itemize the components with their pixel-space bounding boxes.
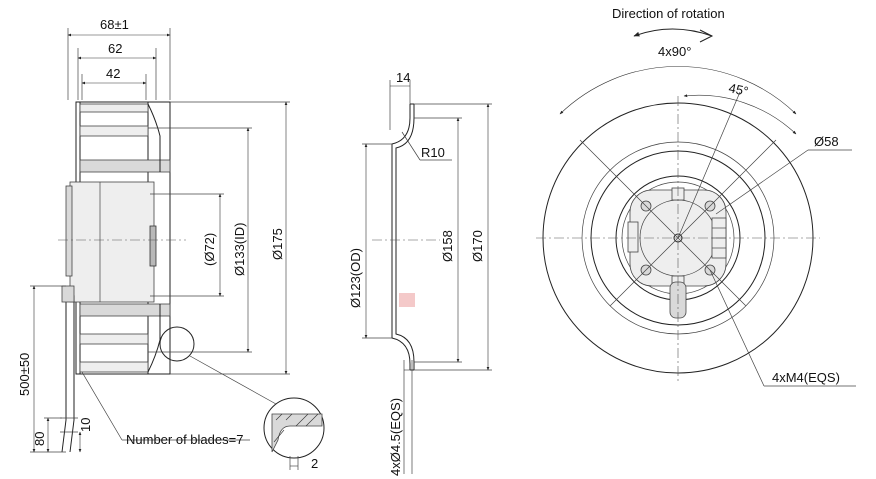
dim-123-label: Ø123(OD) (348, 248, 363, 308)
dim-170-label: Ø170 (470, 230, 485, 262)
angle-45-label: 45° (727, 80, 749, 99)
dim-10-label: 10 (78, 418, 93, 432)
holes-label: 4xØ4.5(EQS) (388, 398, 403, 476)
dim-158-label: Ø158 (440, 230, 455, 262)
dim-68-label: 68±1 (100, 17, 129, 32)
dim-72-label: (Ø72) (202, 233, 217, 266)
dim-500-label: 500±50 (17, 353, 32, 396)
section-view: 14 R10 Ø123(OD) Ø158 Ø170 4xØ4.5(EQS) (348, 70, 492, 476)
dim-133-label: Ø133(ID) (232, 223, 247, 276)
blades-label: Number of blades=7 (126, 432, 243, 447)
dim-2-label: 2 (311, 456, 318, 471)
rotation-label: Direction of rotation (612, 6, 725, 21)
dim-62-label: 62 (108, 41, 122, 56)
dim-80-label: 80 (32, 432, 47, 446)
pink-marker (399, 293, 415, 307)
r10-label: R10 (421, 145, 445, 160)
dim-42-label: 42 (106, 66, 120, 81)
front-view: Direction of rotation 4x90° 45° Ø58 4xM4… (536, 6, 856, 387)
detail-hatch (271, 413, 323, 453)
dim-175-label: Ø175 (270, 228, 285, 260)
side-view: 68±1 62 42 (Ø72) Ø133(ID) Ø175 500±50 80… (17, 17, 325, 471)
m4-label: 4xM4(EQS) (772, 370, 840, 385)
dim-14-label: 14 (396, 70, 410, 85)
dim-58-label: Ø58 (814, 134, 839, 149)
angle-4x90-label: 4x90° (658, 44, 691, 59)
